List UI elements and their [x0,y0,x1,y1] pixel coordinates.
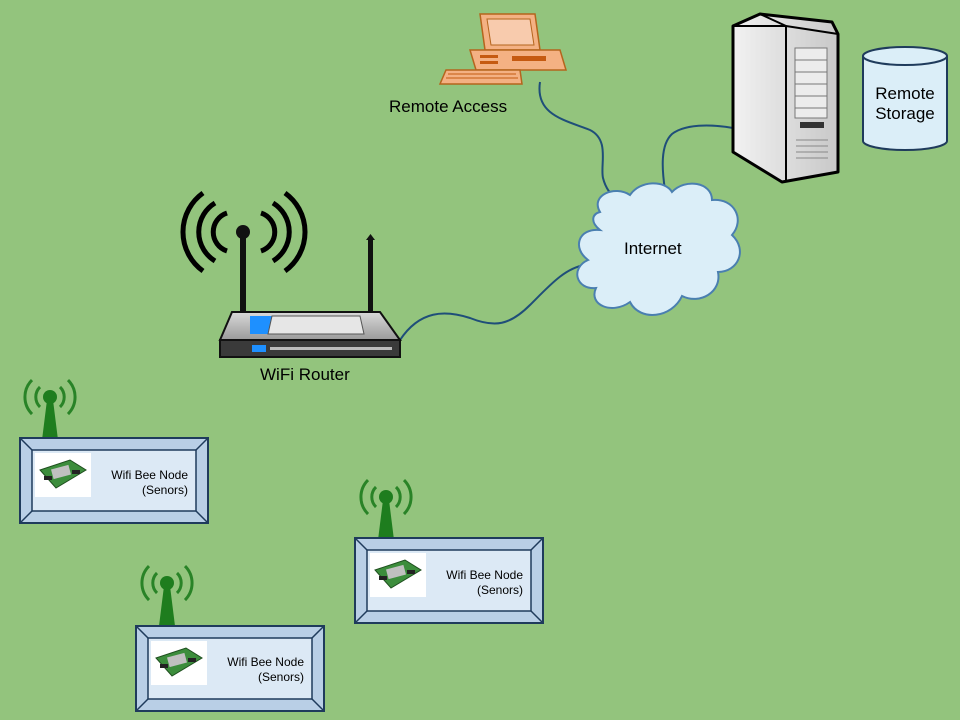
computer-icon [438,13,568,85]
remote-access-label: Remote Access [389,97,507,116]
radio-waves-icon [359,478,413,516]
node-subtitle: (Senors) [142,483,188,497]
circuit-board-icon [155,647,203,677]
sensor-node-2: Wifi Bee Node (Senors) [354,478,544,624]
storage-icon [862,46,948,151]
remote-storage-label-line1: Remote [875,84,935,103]
circuit-board-icon [374,559,422,589]
radio-waves-icon [180,190,308,274]
remote-storage-label-line2: Storage [875,104,935,123]
wifi-router-label: WiFi Router [260,365,350,384]
cloud-icon [576,182,741,316]
link-computer-internet [538,81,619,201]
link-server-internet [661,124,734,191]
antenna-icon [359,478,413,540]
sensor-node-3: Wifi Bee Node (Senors) [135,564,325,712]
antenna-icon [140,564,194,626]
circuit-board-icon [39,459,87,489]
node-title: Wifi Bee Node [111,468,188,482]
sensor-node-1: Wifi Bee Node (Senors) [19,378,209,524]
node-title: Wifi Bee Node [446,568,523,582]
internet-label: Internet [624,239,682,258]
node-subtitle: (Senors) [258,670,304,684]
router-icon [218,225,402,358]
link-router-internet [399,264,586,341]
radio-waves-icon [140,564,194,602]
antenna-icon [23,378,77,440]
server-icon [731,12,840,184]
links [399,81,734,341]
node-subtitle: (Senors) [477,583,523,597]
node-title: Wifi Bee Node [227,655,304,669]
radio-waves-icon [23,378,77,416]
